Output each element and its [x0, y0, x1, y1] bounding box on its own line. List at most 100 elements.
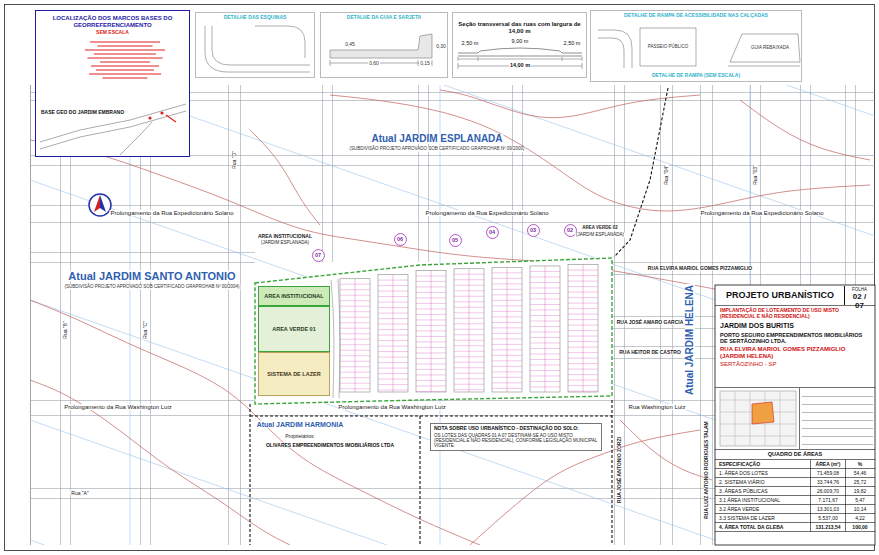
lot-line	[454, 279, 484, 280]
limit-line	[249, 404, 250, 545]
table-cell: 4. ÁREA TOTAL DA GLEBA	[718, 525, 784, 530]
node-text: BASE GEO DO JARDIM EMBRANO	[41, 110, 124, 116]
lot-line	[492, 344, 522, 345]
lot-line	[340, 317, 370, 318]
lot-line	[454, 362, 484, 363]
stamp-line	[802, 436, 873, 437]
sheet-frame	[5, 5, 875, 551]
stamp-line	[802, 396, 873, 397]
lot-line	[378, 351, 408, 352]
lot-line	[530, 276, 560, 277]
lot-line	[568, 374, 598, 375]
lot-line	[568, 297, 598, 298]
map-label: (JARDIM ESPLANADA)	[575, 233, 625, 238]
lot-line	[378, 324, 408, 325]
street-edge	[855, 85, 856, 285]
lot-line	[530, 326, 560, 327]
map-label: Prolongamento da Rua Expedicionário Sola…	[699, 210, 824, 216]
lot-line	[416, 292, 446, 293]
sidewalk-plan	[640, 28, 696, 66]
lot-line	[454, 290, 484, 291]
road-sketch	[120, 122, 152, 155]
lot-line	[492, 300, 522, 301]
lot-divider	[393, 275, 394, 392]
lot-line	[454, 274, 484, 275]
lot-line	[492, 272, 522, 273]
internal-street	[331, 280, 334, 398]
lot-line	[378, 313, 408, 314]
map-box: NOTA SOBRE USO URBANÍSTICO - DESTINAÇÃO …	[430, 423, 602, 451]
node-text: 05	[452, 237, 458, 243]
lot-line	[454, 312, 484, 313]
map-label: Rua Washington Luiz	[628, 404, 687, 410]
lot-line	[530, 287, 560, 288]
map-label: Proprietários:	[284, 434, 316, 439]
gutter-section	[330, 34, 432, 58]
lot-line	[340, 328, 370, 329]
lot-line	[454, 307, 484, 308]
lot-line	[530, 309, 560, 310]
node-text: JARDIM DOS BURITIS	[720, 322, 870, 330]
lot-line	[492, 338, 522, 339]
lot-line	[492, 283, 522, 284]
grid-line	[30, 85, 875, 236]
lot-line	[530, 348, 560, 349]
block-outline	[568, 265, 598, 392]
lot-line	[378, 340, 408, 341]
legend-stroke	[90, 41, 160, 42]
lot-line	[378, 302, 408, 303]
benchmark-arrow	[166, 115, 176, 122]
contour-line	[620, 420, 712, 480]
block-outline	[378, 275, 408, 392]
lot-line	[340, 350, 370, 351]
geo-grid	[30, 85, 875, 545]
lot-line	[340, 333, 370, 334]
street-edge	[30, 262, 255, 263]
table-cell: 71.459,08	[816, 471, 840, 476]
map-label: Rua "04"	[664, 164, 669, 186]
lot-line	[454, 378, 484, 379]
map-box: DETALHE DA GUIA E SARJETA	[320, 12, 448, 78]
lot-line	[340, 383, 370, 384]
ramp-curb	[598, 30, 632, 68]
map-base	[30, 85, 875, 545]
lot-line	[492, 294, 522, 295]
lot-line	[454, 384, 484, 385]
lot-line	[454, 389, 484, 390]
map-label: Rua "C"	[143, 320, 148, 340]
map-label: Rua "03"	[753, 164, 758, 186]
lot-line	[454, 345, 484, 346]
map-label: GUIA REBAIXADA	[750, 46, 790, 51]
lot-divider	[545, 266, 546, 392]
table-cell: 33.744,76	[816, 480, 840, 485]
street-edge	[512, 85, 513, 262]
node-text: SERTÃOZINHO - SP	[720, 361, 870, 368]
lot-line	[416, 341, 446, 342]
node-text: PORTO SEGURO EMPREENDIMENTOS IMOBILIÁRIO…	[720, 332, 870, 345]
lot-line	[378, 285, 408, 286]
table-cell: 3.2 ÁREA VERDE	[718, 507, 760, 512]
dimension-line	[458, 57, 582, 61]
node-text: 03	[530, 227, 536, 233]
lots	[340, 265, 598, 392]
map-label: Rua "B"	[63, 320, 68, 339]
node-text: AREA VERDE 01	[272, 326, 316, 332]
lot-divider	[431, 270, 432, 392]
street-edge	[322, 85, 323, 262]
legend-stroke	[91, 65, 159, 66]
lot-line	[568, 303, 598, 304]
internal-street	[338, 279, 340, 398]
street-edge	[660, 85, 661, 545]
lot-line	[454, 301, 484, 302]
lot-line	[378, 329, 408, 330]
lot-line	[568, 347, 598, 348]
lot-line	[568, 391, 598, 392]
lot-line	[568, 358, 598, 359]
node-text: SISTEMA DE LAZER	[267, 371, 320, 377]
node-text: OS LOTES DAS QUADRAS 01 A 07 DESTINAM-SE…	[434, 433, 598, 449]
map-label: (SUBDIVISÃO PROJETO APROVADO SOB CERTIFI…	[348, 147, 525, 152]
lot-line	[416, 380, 446, 381]
stamp-line	[802, 444, 873, 445]
contour-line	[740, 100, 870, 160]
